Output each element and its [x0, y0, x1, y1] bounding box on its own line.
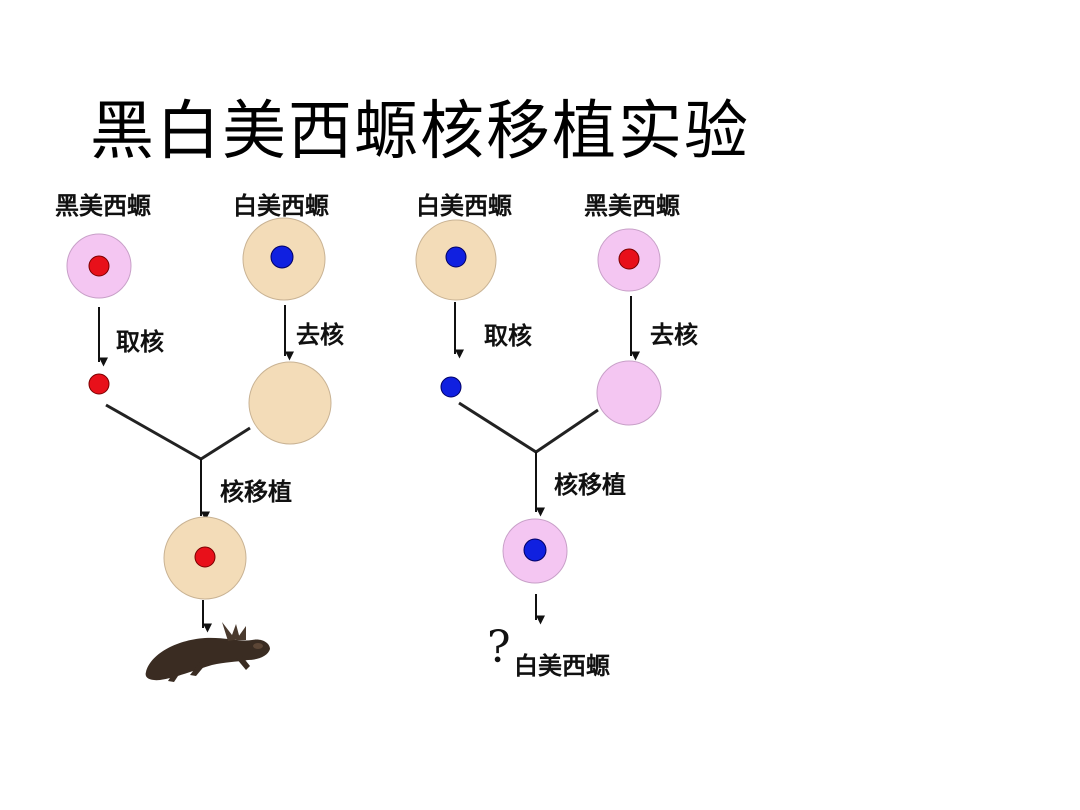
left-merge-line-a: [105, 403, 202, 461]
right-result-nucleus: [523, 538, 547, 562]
left-result-nucleus: [194, 546, 216, 568]
page-title: 黑白美西螈核移植实验: [90, 95, 750, 169]
right-donor-label: 白美西螈: [416, 192, 512, 220]
right-merge-line-b: [535, 408, 599, 454]
left-recipient-nucleus: [270, 245, 294, 269]
question-mark: ?: [487, 622, 511, 673]
right-transplant-label: 核移植: [554, 471, 626, 499]
left-donor-nucleus: [88, 255, 110, 277]
left-recipient-label: 白美西螈: [233, 192, 329, 220]
left-donor-label: 黑美西螈: [55, 192, 151, 220]
right-extracted-nucleus: [440, 376, 462, 398]
right-enucleate-label: 去核: [650, 321, 698, 349]
left-transplant-label: 核移植: [220, 478, 292, 506]
right-recipient-nucleus: [618, 248, 640, 270]
left-enucleated-cell: [248, 361, 332, 445]
right-extract-label: 取核: [484, 322, 532, 350]
left-extracted-nucleus: [88, 373, 110, 395]
right-enucleated-cell: [596, 360, 662, 426]
right-recipient-label: 黑美西螈: [584, 192, 680, 220]
left-extract-label: 取核: [116, 328, 164, 356]
left-merge-line-b: [200, 426, 251, 461]
right-donor-nucleus: [445, 246, 467, 268]
black-axolotl-icon: [145, 622, 270, 682]
right-merge-line-a: [458, 401, 537, 454]
right-result-label: 白美西螈: [514, 652, 610, 680]
left-enucleate-label: 去核: [296, 321, 344, 349]
